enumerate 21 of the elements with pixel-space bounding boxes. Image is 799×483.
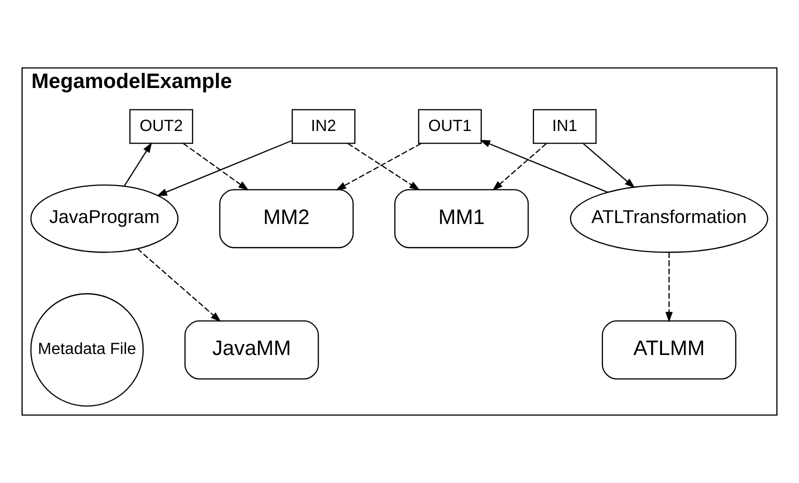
node-ellipse: ATLTransformation xyxy=(570,184,768,253)
node-box: IN1 xyxy=(532,109,597,144)
node-box: OUT1 xyxy=(418,109,482,144)
arrow xyxy=(124,142,152,186)
arrow xyxy=(183,143,249,190)
arrow xyxy=(665,252,673,322)
node-box: MM1 xyxy=(394,189,529,248)
arrow xyxy=(480,140,608,193)
arrow xyxy=(348,143,420,190)
node-ellipse: JavaProgram xyxy=(30,184,179,253)
node-box: JavaMM xyxy=(184,320,319,380)
arrow xyxy=(156,140,292,196)
node-circle: Metadata File xyxy=(30,293,144,407)
node-box: IN2 xyxy=(292,109,356,144)
arrow xyxy=(336,142,422,190)
arrow xyxy=(583,143,636,188)
node-box: OUT2 xyxy=(129,109,194,144)
arrow xyxy=(137,248,222,322)
node-box: MM2 xyxy=(219,189,354,248)
node-box: ATLMM xyxy=(602,320,736,380)
arrow xyxy=(492,143,547,191)
